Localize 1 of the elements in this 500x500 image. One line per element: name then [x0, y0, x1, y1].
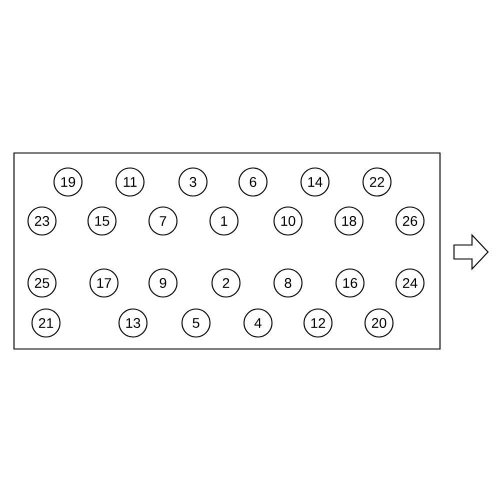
cylinder-head-outline — [13, 152, 441, 350]
